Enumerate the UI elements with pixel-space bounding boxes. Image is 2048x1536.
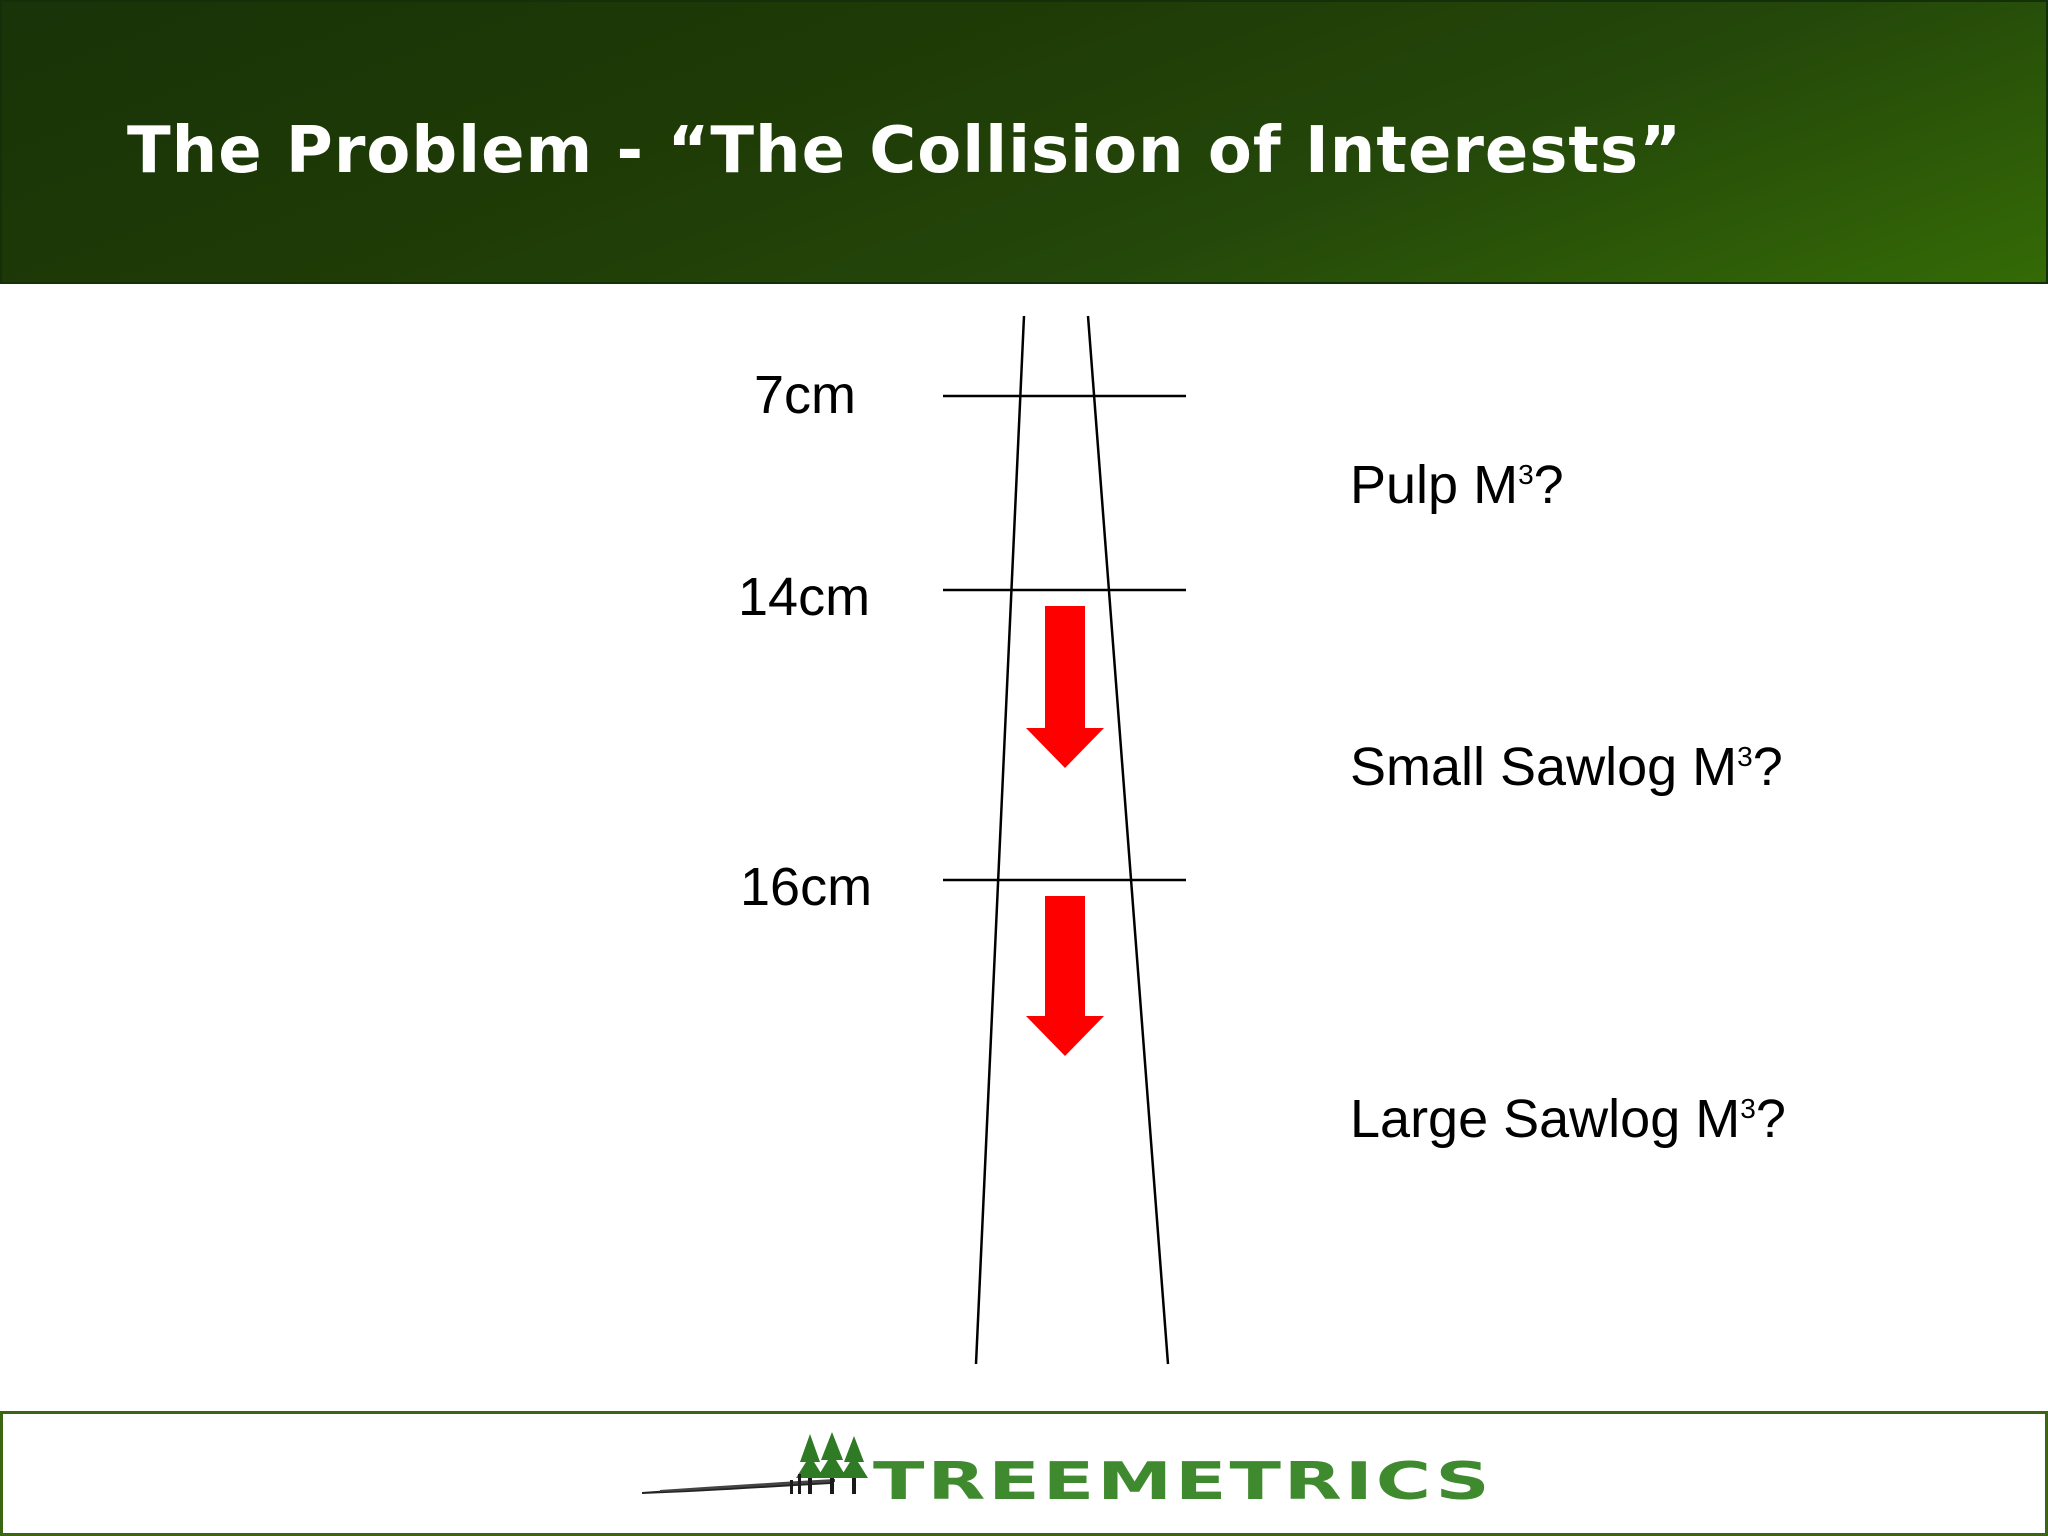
diameter-label-14cm: 14cm xyxy=(738,567,871,627)
diameter-label-16cm: 16cm xyxy=(740,857,873,917)
section-name: Pulp xyxy=(1350,455,1459,515)
unit-base: M xyxy=(1473,455,1519,515)
treemetrics-logo-text: TREEMETRICS xyxy=(873,1452,1493,1512)
footer-bar xyxy=(0,1411,2048,1536)
unit-exponent: 3 xyxy=(1518,459,1534,490)
diameter-label-7cm: 7cm xyxy=(754,365,857,425)
unit-base: M xyxy=(1692,737,1738,797)
log-left-edge xyxy=(974,315,1026,1365)
section-label-pulp: Pulp M3? xyxy=(1350,458,1564,512)
unit-suffix: ? xyxy=(1755,1089,1786,1149)
down-arrow-2 xyxy=(1026,896,1104,1056)
unit-exponent: 3 xyxy=(1737,741,1753,772)
unit-suffix: ? xyxy=(1752,737,1783,797)
section-label-small-sawlog: Small Sawlog M3? xyxy=(1350,740,1783,794)
unit-exponent: 3 xyxy=(1740,1093,1756,1124)
treemetrics-logo-trees-icon xyxy=(642,1432,868,1494)
unit-base: M xyxy=(1695,1089,1741,1149)
section-name: Small Sawlog xyxy=(1350,737,1678,797)
section-label-large-sawlog: Large Sawlog M3? xyxy=(1350,1092,1786,1146)
down-arrow-1 xyxy=(1026,606,1104,768)
unit-suffix: ? xyxy=(1533,455,1564,515)
title-banner: The Problem - “The Collision of Interest… xyxy=(0,0,2048,284)
section-name: Large Sawlog xyxy=(1350,1089,1681,1149)
slide-title: The Problem - “The Collision of Interest… xyxy=(127,114,1683,188)
log-right-edge xyxy=(1086,315,1170,1365)
